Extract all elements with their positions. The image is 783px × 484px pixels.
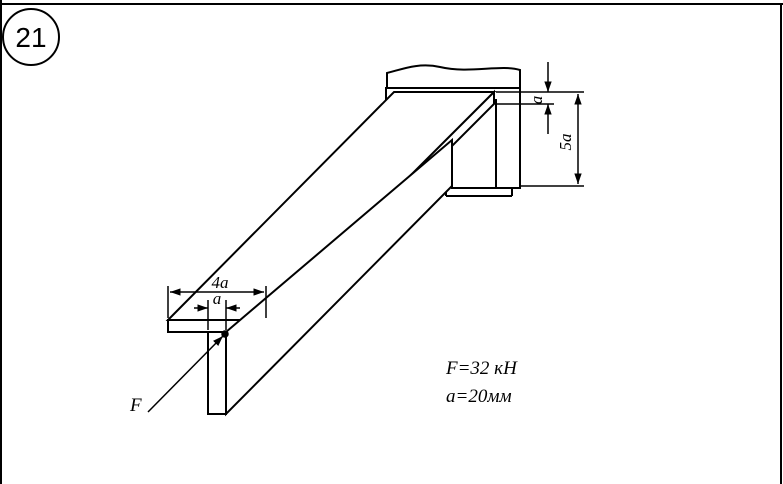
dimension-flange-a — [496, 62, 554, 134]
problem-number: 21 — [15, 22, 46, 53]
load-force — [147, 330, 229, 413]
dimension-web-a — [194, 300, 240, 330]
dimension-4a-label: 4a — [212, 273, 229, 292]
dimension-flange-a-label: a — [527, 96, 546, 105]
problem-number-badge: 21 — [2, 8, 60, 66]
given-size: a=20мм — [446, 386, 512, 407]
load-label: F — [129, 395, 142, 416]
dimension-5a — [520, 91, 584, 187]
dimension-web-a-label: a — [213, 289, 222, 308]
dimension-5a-label: 5a — [556, 134, 575, 151]
dimension-4a — [167, 286, 267, 318]
beam-web — [207, 137, 453, 417]
given-force: F=32 кН — [445, 358, 518, 379]
